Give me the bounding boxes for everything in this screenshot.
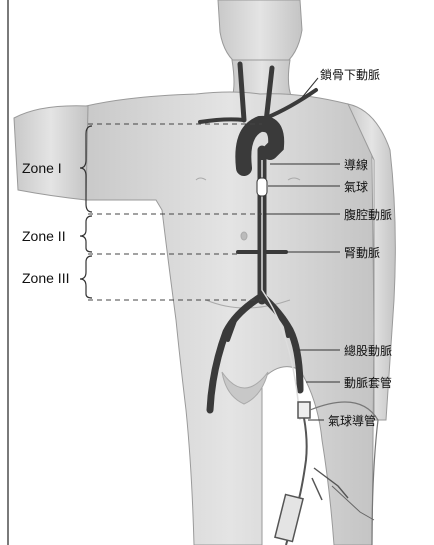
zone3-brace (80, 256, 92, 298)
balloon-catheter-label: 氣球導管 (328, 412, 376, 429)
zone3-label: Zone III (22, 270, 69, 286)
femoral-label: 總股動脈 (344, 342, 392, 359)
zone1-label: Zone I (22, 160, 62, 176)
zone2-brace (80, 216, 92, 252)
renal-label: 腎動脈 (344, 244, 380, 261)
torso (86, 92, 374, 545)
zone2-label: Zone II (22, 228, 66, 244)
subclavian-label: 鎖骨下動脈 (320, 66, 380, 83)
sheath-label: 動脈套管 (344, 374, 392, 391)
celiac-label: 腹腔動脈 (344, 206, 392, 223)
aortic-balloon (257, 178, 267, 196)
balloon-label: 氣球 (344, 178, 368, 195)
left-arm (14, 106, 88, 200)
guidewire-label: 導線 (344, 156, 368, 173)
